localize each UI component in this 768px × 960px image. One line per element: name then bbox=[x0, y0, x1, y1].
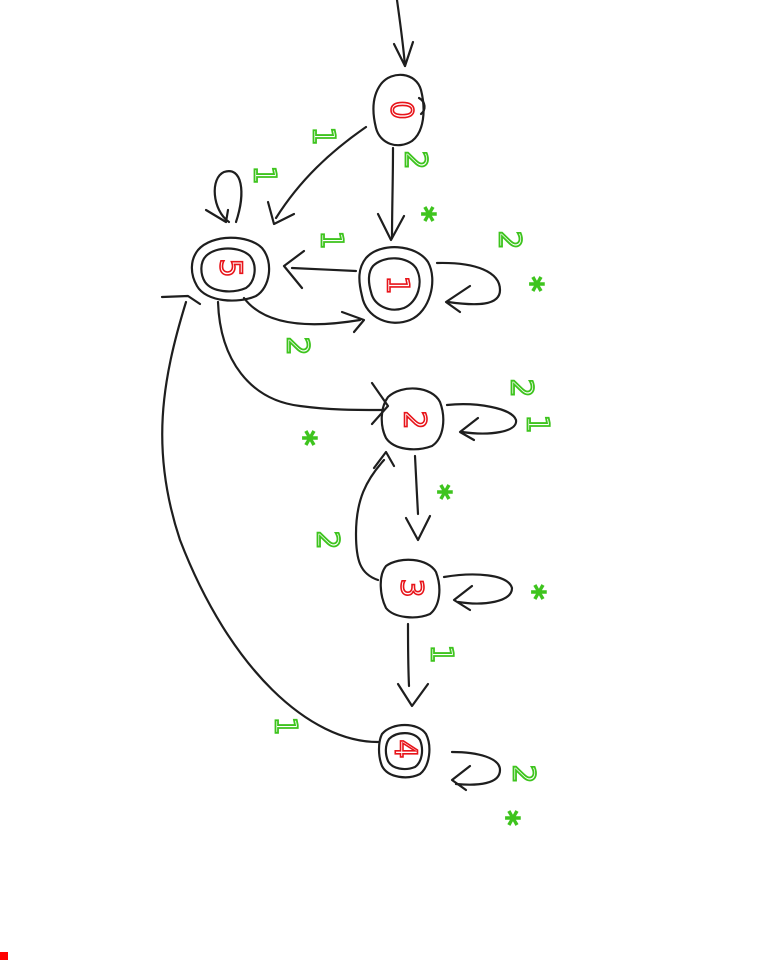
edge-2-self-loop bbox=[445, 403, 518, 442]
state-0 bbox=[372, 73, 426, 147]
label-4-to-5: 1 bbox=[268, 716, 303, 735]
state-label-2: 2 bbox=[397, 410, 432, 429]
edge-3-self-loop bbox=[442, 573, 514, 612]
edge-5-self-loop bbox=[204, 170, 243, 224]
edge-4-to-5 bbox=[160, 294, 380, 744]
edge-0-to-5 bbox=[266, 125, 368, 226]
state-2 bbox=[380, 387, 445, 451]
label-5-self-loop: 1 bbox=[247, 165, 282, 184]
label-2-self-loop-two: 2 bbox=[504, 378, 539, 397]
edge-start-to-0 bbox=[392, 0, 415, 68]
label-2-self-loop-one: 1 bbox=[520, 414, 555, 433]
label-1-self-loop-star: * bbox=[514, 277, 549, 292]
label-2-to-3-star: * bbox=[422, 485, 457, 500]
label-0-to-1-star: * bbox=[406, 207, 441, 222]
edge-3-to-4 bbox=[396, 622, 430, 708]
label-5-to-2: * bbox=[287, 431, 322, 446]
label-3-to-4: 1 bbox=[424, 644, 459, 663]
corner-marker bbox=[0, 952, 8, 960]
edge-5-to-2 bbox=[216, 300, 390, 426]
label-4-self-loop-two: 2 bbox=[506, 764, 541, 783]
edge-1-self-loop bbox=[435, 261, 502, 314]
state-1 bbox=[358, 246, 434, 324]
state-5 bbox=[190, 236, 271, 302]
label-3-to-2-two: 2 bbox=[310, 530, 345, 549]
label-1-to-5: 1 bbox=[314, 230, 349, 249]
label-1-self-loop-two: 2 bbox=[492, 230, 527, 249]
label-0-to-1-two: 2 bbox=[398, 150, 433, 169]
edge-2-to-3 bbox=[404, 454, 432, 542]
edge-3-to-2 bbox=[354, 450, 396, 582]
edge-5-to-1 bbox=[242, 296, 366, 334]
state-label-5: 5 bbox=[213, 258, 248, 277]
state-4 bbox=[377, 723, 431, 779]
state-3 bbox=[379, 558, 441, 619]
label-3-self-loop: * bbox=[516, 585, 551, 600]
label-0-to-5: 1 bbox=[306, 126, 341, 145]
state-label-3: 3 bbox=[394, 578, 429, 597]
label-4-self-loop-star: * bbox=[490, 811, 525, 826]
state-label-4: 4 bbox=[388, 739, 423, 758]
edge-0-to-1 bbox=[376, 146, 406, 242]
state-label-1: 1 bbox=[380, 275, 415, 294]
edge-1-to-5 bbox=[282, 249, 358, 290]
edge-4-self-loop bbox=[450, 750, 502, 792]
state-label-0: 0 bbox=[384, 100, 419, 119]
label-5-to-1: 2 bbox=[280, 336, 315, 355]
